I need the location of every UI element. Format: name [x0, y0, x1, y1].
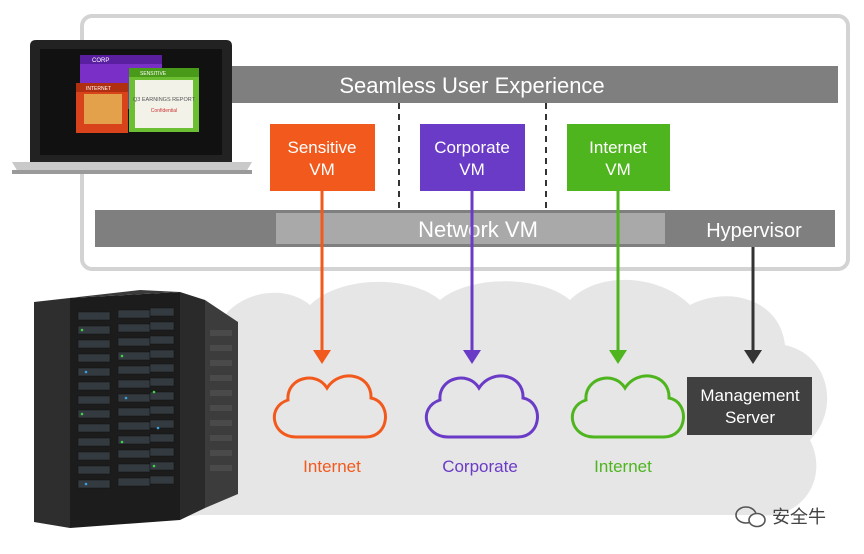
vm-internet-line2: VM [605, 160, 631, 179]
cloud-corporate-label: Corporate [442, 457, 518, 476]
management-line2: Server [725, 408, 775, 427]
arrow-sensitive-head [313, 350, 331, 364]
laptop-icon: CORP INTERNET SENSITIVE Q3 EARNINGS REPO… [12, 40, 252, 174]
screen-doc-title: Q3 EARNINGS REPORT [133, 97, 196, 103]
background-cloud [114, 279, 828, 516]
vm-internet: Internet VM [567, 124, 670, 191]
vm-corporate-line2: VM [459, 160, 485, 179]
screen-window-corp-title: CORP [92, 58, 109, 64]
network-vm-label: Network VM [418, 217, 538, 242]
vm-sensitive-line2: VM [309, 160, 335, 179]
experience-bar [230, 66, 838, 103]
vm-sensitive: Sensitive VM [270, 124, 375, 191]
screen-window-internet-title: INTERNET [86, 86, 111, 92]
server-rack-icon [34, 290, 238, 528]
vm-corporate: Corporate VM [420, 124, 525, 191]
experience-label: Seamless User Experience [339, 73, 604, 98]
cloud-internet-2-icon [570, 374, 685, 439]
management-line1: Management [700, 386, 800, 405]
cloud-corporate-icon [424, 374, 539, 439]
cloud-internet-1-icon [272, 374, 387, 439]
arrow-management-head [744, 350, 762, 364]
arrow-internet-head [609, 350, 627, 364]
management-server: Management Server [687, 377, 812, 435]
vm-sensitive-line1: Sensitive [288, 138, 357, 157]
arrow-corporate-head [463, 350, 481, 364]
wechat-icon [735, 506, 766, 528]
watermark-text: 安全牛 [772, 507, 826, 527]
hypervisor-label: Hypervisor [706, 220, 802, 242]
screen-window-sensitive-title: SENSITIVE [140, 71, 167, 77]
vm-internet-line1: Internet [589, 138, 647, 157]
vm-corporate-line1: Corporate [434, 138, 510, 157]
cloud-internet-1-label: Internet [303, 457, 361, 476]
watermark: 安全牛 [735, 506, 826, 528]
cloud-internet-2-label: Internet [594, 457, 652, 476]
screen-doc-sub: Confidential [151, 108, 177, 114]
